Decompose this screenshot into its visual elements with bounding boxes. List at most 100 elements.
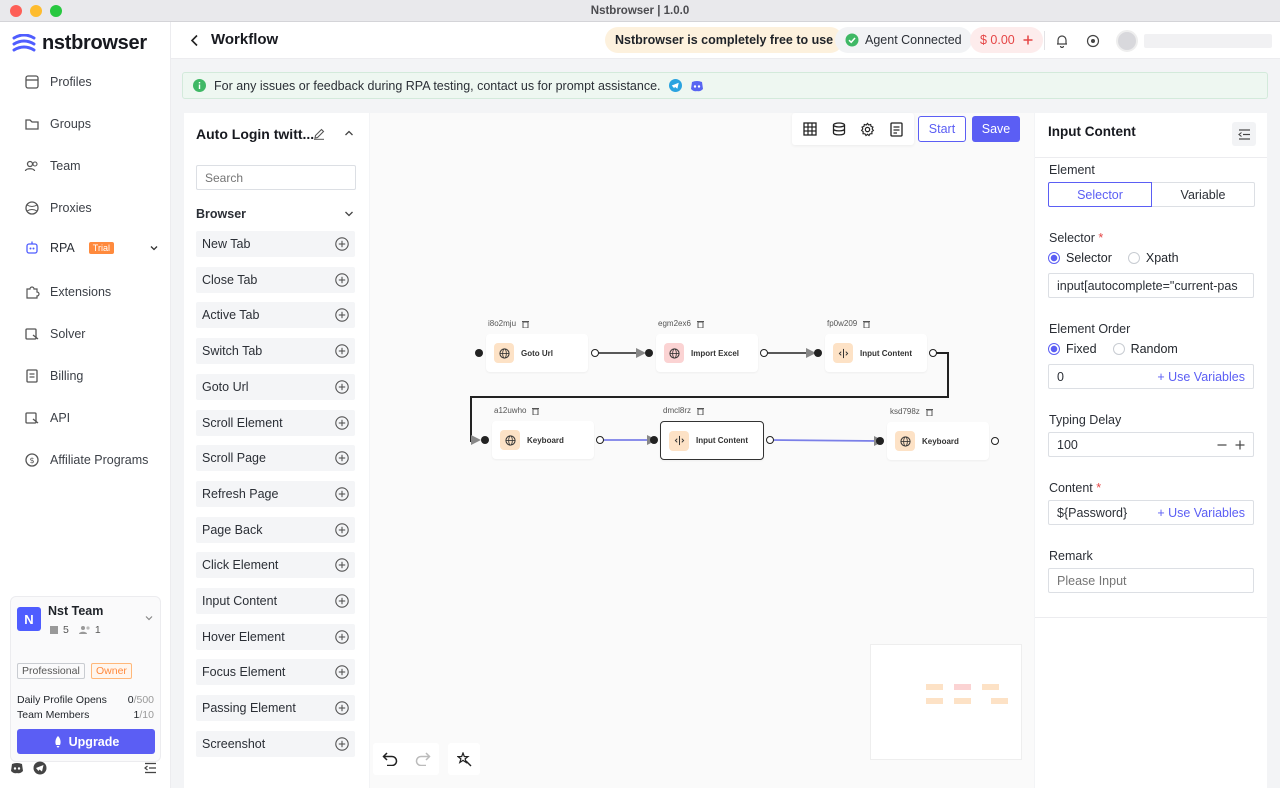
node-output-port[interactable] — [760, 349, 768, 357]
node-input-port[interactable] — [650, 436, 658, 444]
radio-xpath[interactable] — [1127, 252, 1140, 264]
gear-icon[interactable] — [860, 121, 875, 137]
sidebar-item-api[interactable]: API — [24, 408, 70, 428]
node-input-port[interactable] — [814, 349, 822, 357]
search-input[interactable] — [196, 165, 356, 190]
action-item[interactable]: Screenshot — [196, 730, 355, 757]
action-item[interactable]: Refresh Page — [196, 480, 355, 507]
sidebar-item-proxies[interactable]: Proxies — [24, 198, 92, 218]
log-icon[interactable] — [890, 121, 903, 137]
add-circle-icon[interactable] — [335, 487, 349, 501]
add-circle-icon[interactable] — [335, 558, 349, 573]
sidebar-item-profiles[interactable]: Profiles — [24, 72, 92, 92]
remark-input[interactable] — [1048, 568, 1254, 593]
trash-icon[interactable] — [697, 407, 705, 415]
add-circle-icon[interactable] — [335, 701, 349, 715]
collapse-panel-button[interactable] — [1232, 122, 1256, 146]
fit-view-button[interactable] — [448, 743, 480, 775]
action-item[interactable]: Goto Url — [196, 373, 355, 400]
use-variables-link[interactable]: + Use Variables — [1157, 369, 1245, 384]
maximize-window-button[interactable] — [50, 5, 62, 17]
undo-icon[interactable] — [381, 752, 398, 766]
redo-icon[interactable] — [415, 752, 431, 766]
content-input[interactable]: ${Password}+ Use Variables — [1048, 500, 1254, 525]
action-item[interactable]: Hover Element — [196, 623, 355, 650]
action-item[interactable]: New Tab — [196, 231, 355, 257]
action-item[interactable]: Switch Tab — [196, 338, 355, 365]
action-item[interactable]: Input Content — [196, 588, 355, 614]
start-button[interactable]: Start — [918, 116, 966, 142]
radio-random[interactable] — [1112, 343, 1125, 355]
edit-icon[interactable] — [313, 128, 325, 140]
tab-selector[interactable]: Selector — [1048, 182, 1152, 207]
selector-input[interactable]: input[autocomplete="current-pas — [1048, 273, 1254, 298]
node-input-port[interactable] — [645, 349, 653, 357]
trash-icon[interactable] — [863, 320, 871, 328]
action-item[interactable]: Click Element — [196, 552, 355, 579]
sidebar-item-billing[interactable]: Billing — [24, 366, 83, 386]
trash-icon[interactable] — [925, 408, 933, 416]
trash-icon[interactable] — [696, 320, 704, 328]
canvas-minimap[interactable] — [870, 644, 1022, 760]
node-output-port[interactable] — [991, 437, 999, 445]
use-variables-link[interactable]: + Use Variables — [1157, 505, 1245, 520]
database-icon[interactable] — [832, 122, 846, 136]
workflow-node-input-content-selected[interactable]: Input Content — [660, 421, 764, 460]
action-item[interactable]: Scroll Page — [196, 445, 355, 472]
user-avatar[interactable] — [1116, 30, 1138, 52]
node-output-port[interactable] — [591, 349, 599, 357]
action-item[interactable]: Page Back — [196, 516, 355, 543]
action-item[interactable]: Active Tab — [196, 302, 355, 329]
team-card[interactable]: N Nst Team 5 1 Professional Owner Daily … — [10, 596, 161, 762]
telegram-icon[interactable] — [668, 79, 682, 92]
workflow-node-goto-url[interactable]: Goto Url — [486, 334, 588, 372]
sidebar-item-rpa[interactable]: RPA Trial — [24, 238, 159, 258]
add-circle-icon[interactable] — [335, 344, 349, 358]
sidebar-item-solver[interactable]: Solver — [24, 324, 85, 344]
collapse-sidebar-icon[interactable] — [144, 762, 157, 774]
plus-icon[interactable] — [1235, 440, 1245, 450]
add-circle-icon[interactable] — [335, 629, 349, 644]
close-window-button[interactable] — [10, 5, 22, 17]
plus-icon[interactable] — [1023, 35, 1033, 45]
telegram-icon[interactable] — [33, 761, 47, 775]
chevron-down-icon[interactable] — [149, 243, 159, 253]
chevron-up-icon[interactable] — [344, 129, 354, 137]
node-output-port[interactable] — [596, 436, 604, 444]
add-circle-icon[interactable] — [335, 665, 349, 680]
node-output-port[interactable] — [929, 349, 937, 357]
action-item[interactable]: Focus Element — [196, 659, 355, 686]
add-circle-icon[interactable] — [335, 237, 349, 251]
add-circle-icon[interactable] — [335, 380, 349, 394]
action-item[interactable]: Scroll Element — [196, 409, 355, 436]
minus-icon[interactable] — [1217, 440, 1227, 450]
chevron-down-icon[interactable] — [344, 210, 354, 218]
typing-delay-stepper[interactable]: 100 — [1048, 432, 1254, 457]
balance-pill[interactable]: $ 0.00 — [970, 27, 1043, 53]
bell-icon[interactable] — [1055, 34, 1069, 48]
action-item[interactable]: Close Tab — [196, 266, 355, 293]
add-circle-icon[interactable] — [335, 737, 349, 751]
add-circle-icon[interactable] — [335, 522, 349, 537]
table-icon[interactable] — [803, 122, 817, 136]
sidebar-item-extensions[interactable]: Extensions — [24, 282, 111, 302]
minimize-window-button[interactable] — [30, 5, 42, 17]
sidebar-item-groups[interactable]: Groups — [24, 114, 91, 134]
chevron-down-icon[interactable] — [144, 613, 154, 623]
workflow-node-keyboard[interactable]: Keyboard — [492, 421, 594, 459]
workflow-node-keyboard-2[interactable]: Keyboard — [887, 422, 989, 460]
radio-selector[interactable] — [1048, 252, 1060, 264]
settings-dial-icon[interactable] — [1086, 34, 1100, 48]
sidebar-item-affiliate-programs[interactable]: $ Affiliate Programs — [24, 450, 148, 470]
node-input-port[interactable] — [481, 436, 489, 444]
node-input-port[interactable] — [475, 349, 483, 357]
trash-icon[interactable] — [522, 320, 530, 328]
workflow-node-import-excel[interactable]: Import Excel — [656, 334, 758, 372]
add-circle-icon[interactable] — [335, 272, 349, 287]
action-item[interactable]: Passing Element — [196, 695, 355, 722]
node-output-port[interactable] — [766, 436, 774, 444]
upgrade-button[interactable]: Upgrade — [17, 729, 155, 754]
add-circle-icon[interactable] — [335, 594, 349, 608]
element-order-input[interactable]: 0+ Use Variables — [1048, 364, 1254, 389]
add-circle-icon[interactable] — [335, 415, 349, 430]
